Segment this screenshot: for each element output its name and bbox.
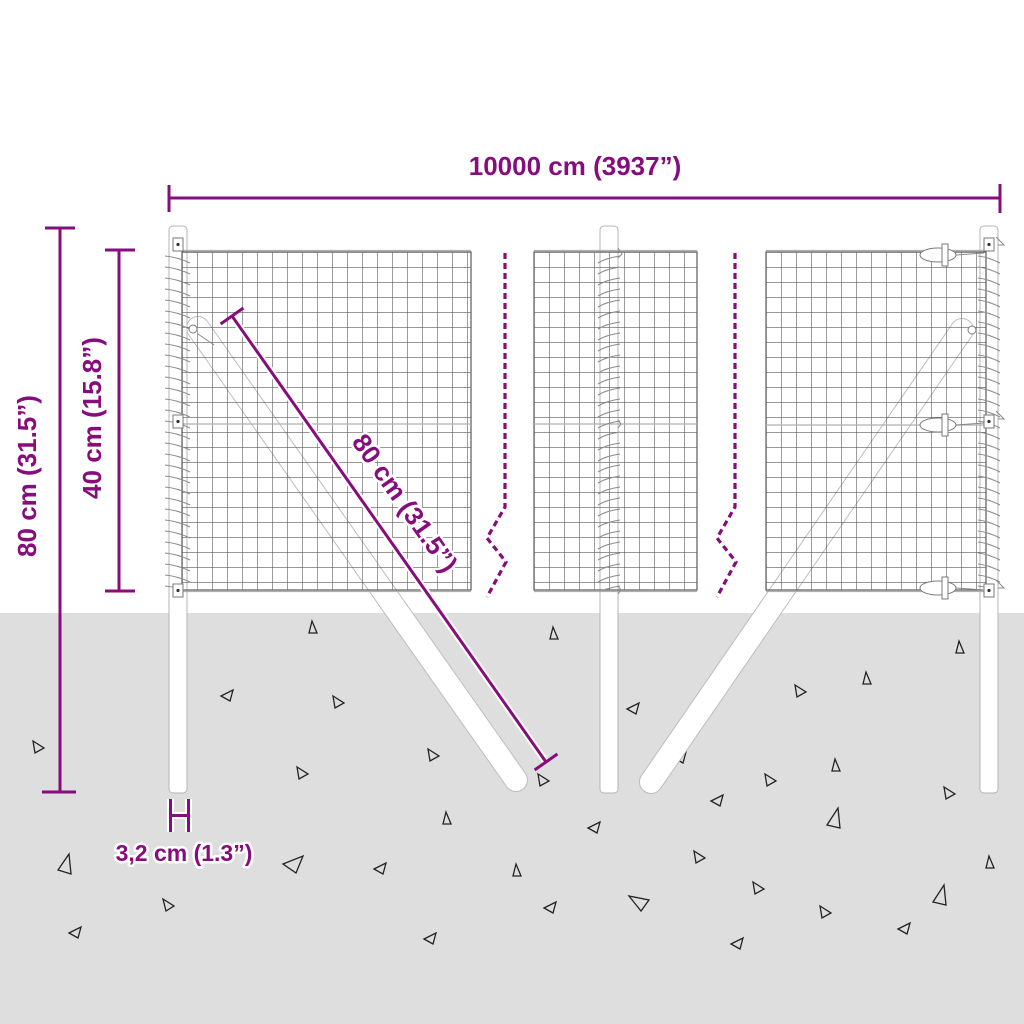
mesh-height-label: 40 cm (15.8”) bbox=[77, 337, 107, 499]
total-length-label: 10000 cm (3937”) bbox=[469, 151, 681, 181]
pebble-icon bbox=[955, 638, 965, 654]
pebble-icon bbox=[537, 772, 551, 788]
pebble-icon bbox=[542, 900, 558, 914]
break-marker-right bbox=[715, 253, 738, 598]
pebble-icon bbox=[693, 849, 707, 865]
post-middle-hardware bbox=[617, 247, 623, 595]
dimension-post-diameter: 3,2 cm (1.3”) bbox=[113, 799, 255, 869]
mesh-panel-left bbox=[181, 249, 472, 593]
brace-ring-icon bbox=[188, 324, 198, 334]
pebble-icon bbox=[896, 921, 912, 935]
pebble-icon bbox=[67, 925, 83, 939]
diameter-marker-icon bbox=[167, 799, 192, 832]
pebble-icon bbox=[332, 694, 346, 710]
pebble-icon bbox=[825, 806, 841, 829]
ground bbox=[0, 613, 1024, 1024]
pebble-icon bbox=[794, 683, 808, 699]
pebble-icon bbox=[549, 624, 559, 640]
pebble-icon bbox=[422, 931, 438, 945]
pebble-icon bbox=[372, 861, 388, 875]
pebble-icon bbox=[862, 669, 872, 685]
break-marker-left bbox=[485, 253, 508, 598]
tie-wire-middle bbox=[596, 255, 622, 590]
pebble-icon bbox=[931, 883, 947, 906]
brace-ring-icon bbox=[967, 325, 977, 335]
post-right-hardware bbox=[967, 236, 1006, 598]
pebble-icon bbox=[729, 936, 745, 950]
dimension-mesh-height: 40 cm (15.8”) bbox=[75, 248, 135, 593]
pebble-icon bbox=[56, 852, 72, 875]
pebble-icon bbox=[831, 756, 841, 772]
pebble-icon bbox=[764, 772, 778, 788]
post-diameter-label: 3,2 cm (1.3”) bbox=[116, 840, 253, 866]
tensioner-icon bbox=[919, 247, 957, 263]
dimension-total-height: 80 cm (31.5”) bbox=[10, 226, 76, 794]
post-left-hardware bbox=[172, 237, 215, 598]
pebble-icon bbox=[943, 785, 957, 801]
pebble-icon bbox=[985, 853, 995, 869]
pebble-icon bbox=[442, 809, 452, 825]
tensioner-icon bbox=[919, 417, 957, 433]
pebble-icon bbox=[586, 820, 602, 834]
dimension-total-length: 10000 cm (3937”) bbox=[167, 149, 1002, 213]
pebble-icon bbox=[752, 880, 766, 896]
pebble-icon bbox=[296, 765, 310, 781]
pebble-icon bbox=[32, 739, 46, 755]
pebble-icon bbox=[627, 895, 651, 913]
total-height-label: 80 cm (31.5”) bbox=[12, 395, 42, 557]
wire-tensioners bbox=[919, 243, 985, 600]
pebble-icon bbox=[161, 897, 176, 913]
pebble-icon bbox=[308, 618, 318, 634]
tensioner-icon bbox=[919, 580, 957, 596]
pebble-icon bbox=[709, 793, 725, 807]
pebble-icon bbox=[219, 688, 235, 702]
pebble-icon bbox=[281, 854, 305, 874]
pebble-icon bbox=[427, 747, 441, 763]
pebble-icon bbox=[819, 904, 833, 920]
pebble-icon bbox=[625, 701, 641, 715]
pebble-icon bbox=[512, 861, 522, 877]
